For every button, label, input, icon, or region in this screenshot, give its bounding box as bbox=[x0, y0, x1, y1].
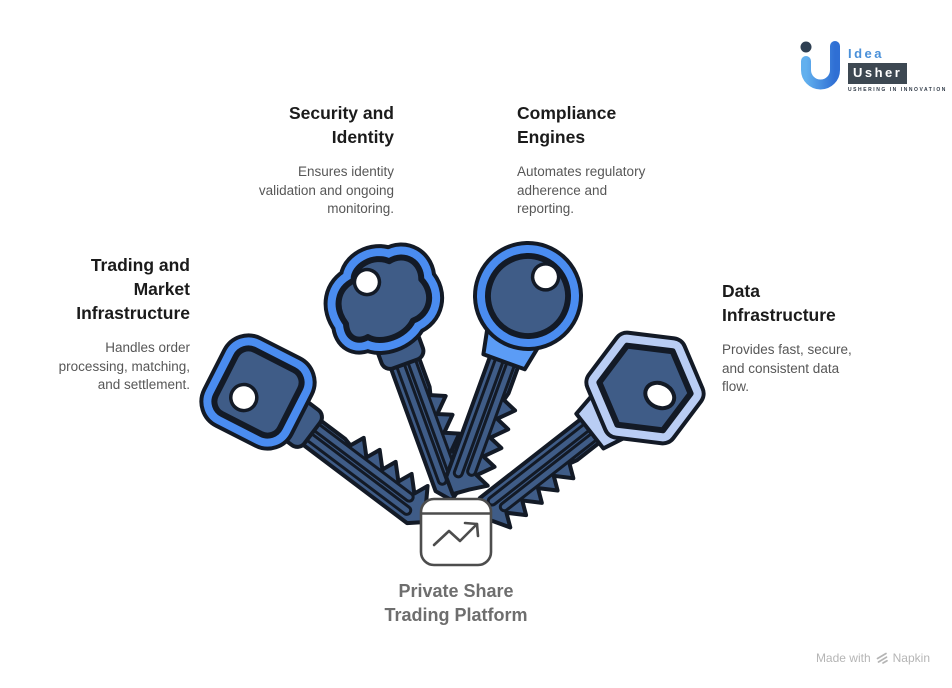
key-square bbox=[199, 333, 446, 534]
key-hexagon bbox=[466, 330, 706, 542]
node-trading-desc: Handles order processing, matching, and … bbox=[58, 340, 190, 392]
center-platform-label: Private Share Trading Platform bbox=[384, 581, 528, 625]
idea-usher-logo: Idea Usher USHERING IN INNOVATION bbox=[797, 38, 947, 94]
node-data: Data Infrastructure Provides fast, secur… bbox=[722, 279, 902, 397]
trend-chart-icon bbox=[419, 497, 493, 567]
napkin-logo-icon bbox=[876, 652, 888, 664]
logo-tagline: USHERING IN INNOVATION bbox=[848, 87, 947, 93]
node-security-desc: Ensures identity validation and ongoing … bbox=[258, 164, 394, 216]
node-security: Security and Identity Ensures identity v… bbox=[214, 101, 394, 219]
logo-usher-text: Usher bbox=[848, 63, 908, 84]
key-round bbox=[439, 241, 583, 507]
logo-idea-text: Idea bbox=[848, 46, 885, 61]
idea-usher-u-icon bbox=[800, 41, 840, 90]
made-with-text: Made with bbox=[815, 651, 871, 665]
napkin-brand-text: Napkin bbox=[892, 651, 930, 665]
node-compliance-title: Compliance Engines bbox=[517, 103, 617, 147]
made-with-napkin: Made with Napkin bbox=[816, 651, 930, 665]
node-trading-title: Trading and Market Infrastructure bbox=[76, 255, 190, 323]
node-security-title: Security and Identity bbox=[288, 103, 394, 147]
key-cloud bbox=[323, 242, 482, 507]
node-data-title: Data Infrastructure bbox=[722, 281, 836, 325]
node-compliance-desc: Automates regulatory adherence and repor… bbox=[517, 164, 646, 216]
node-compliance: Compliance Engines Automates regulatory … bbox=[517, 101, 697, 219]
node-trading: Trading and Market Infrastructure Handle… bbox=[30, 253, 190, 395]
node-data-desc: Provides fast, secure, and consistent da… bbox=[722, 342, 852, 394]
